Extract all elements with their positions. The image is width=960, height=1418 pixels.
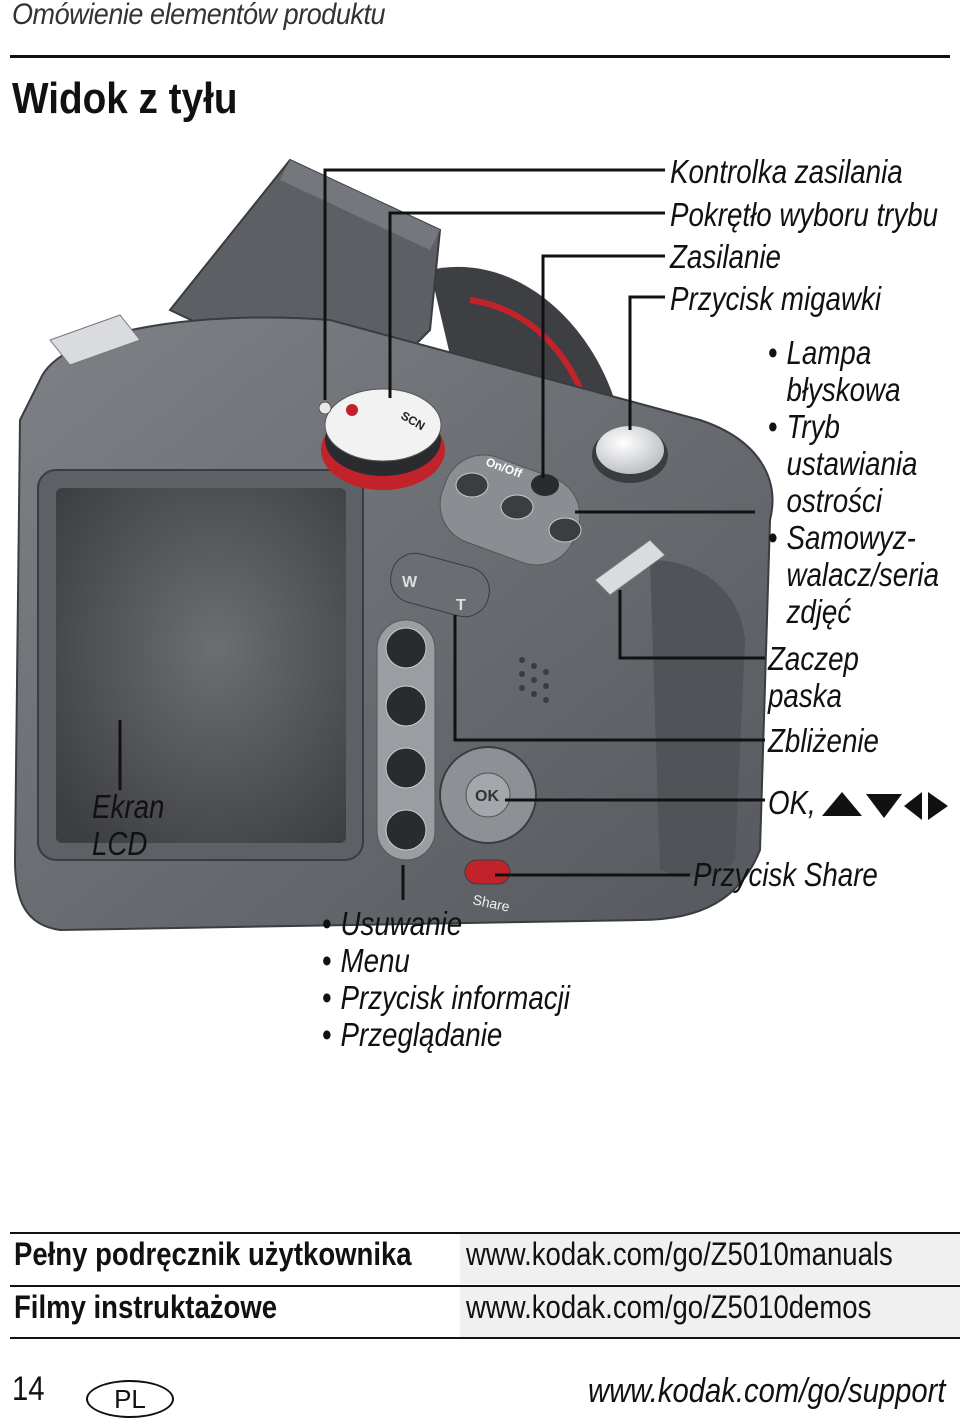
ok-button-label: OK (475, 788, 499, 805)
callout-flash: Lampa (768, 334, 939, 371)
lcd-screen (56, 488, 346, 843)
manuals-link[interactable]: www.kodak.com/go/Z5010manuals (466, 1236, 893, 1272)
zoom-w-label: W (402, 574, 418, 591)
arrow-icons (822, 792, 948, 820)
table-rule-top (10, 1232, 960, 1234)
table-rule-middle (10, 1285, 960, 1287)
callout-self-timer: Samowyz- (768, 519, 939, 556)
callout-power: Zasilanie (670, 238, 781, 275)
speaker-grille (519, 657, 549, 703)
page-number: 14 (12, 1370, 45, 1408)
callout-delete: Usuwanie (322, 905, 570, 942)
ok-button[interactable] (465, 772, 511, 818)
table-rule-bottom (10, 1337, 960, 1339)
arrow-right-icon (928, 792, 948, 820)
callout-power-light: Kontrolka zasilania (670, 153, 903, 190)
delete-button[interactable] (385, 627, 427, 669)
shutter-button[interactable] (596, 426, 664, 474)
share-button[interactable] (464, 859, 511, 885)
table-row-label: Filmy instruktażowe (14, 1289, 278, 1325)
strap-hook (594, 539, 666, 596)
callout-strap: Zaczep paska (768, 640, 859, 714)
table-row-label: Pełny podręcznik użytkownika (14, 1236, 412, 1272)
running-header: Omówienie elementów produktu (12, 0, 386, 31)
self-timer-button[interactable] (548, 517, 582, 543)
review-button[interactable] (385, 809, 427, 851)
callout-leader-lines (118, 168, 765, 900)
callout-share: Przycisk Share (693, 856, 878, 893)
zoom-t-label: T (456, 597, 466, 614)
section-title: Widok z tyłu (12, 74, 238, 123)
camera-illustration: SCN On/Off W T OK Share (13, 158, 774, 932)
callout-menu: Menu (322, 942, 570, 979)
callout-info: Przycisk informacji (322, 979, 570, 1016)
left-strap-lug (49, 314, 141, 366)
arrow-up-icon (822, 792, 862, 816)
arrow-down-icon (866, 794, 902, 818)
header-rule (10, 55, 950, 58)
callout-review: Przeglądanie (322, 1016, 570, 1053)
focus-button[interactable] (500, 494, 534, 520)
arrow-left-icon (904, 792, 922, 820)
callout-zoom: Zbliżenie (768, 722, 879, 759)
demos-link[interactable]: www.kodak.com/go/Z5010demos (466, 1289, 872, 1325)
review-button-column (376, 619, 436, 861)
callout-flash-group: Lampa błyskowa Tryb ustawiania ostrości … (768, 334, 939, 630)
flash-button[interactable] (455, 472, 489, 498)
info-button[interactable] (385, 747, 427, 789)
callout-mode-dial: Pokrętło wyboru trybu (670, 196, 939, 233)
support-link[interactable]: www.kodak.com/go/support (588, 1372, 946, 1410)
callout-lcd: Ekran LCD (92, 788, 165, 862)
menu-button[interactable] (385, 685, 427, 727)
language-badge: PL (86, 1380, 174, 1418)
callout-button-column-list: Usuwanie Menu Przycisk informacji Przegl… (322, 905, 570, 1053)
callout-focus: Tryb (768, 408, 939, 445)
callout-shutter: Przycisk migawki (670, 280, 882, 317)
callout-ok: OK, (768, 784, 816, 821)
power-button[interactable] (531, 474, 559, 496)
power-light (318, 401, 332, 415)
zoom-lever[interactable] (385, 548, 495, 622)
